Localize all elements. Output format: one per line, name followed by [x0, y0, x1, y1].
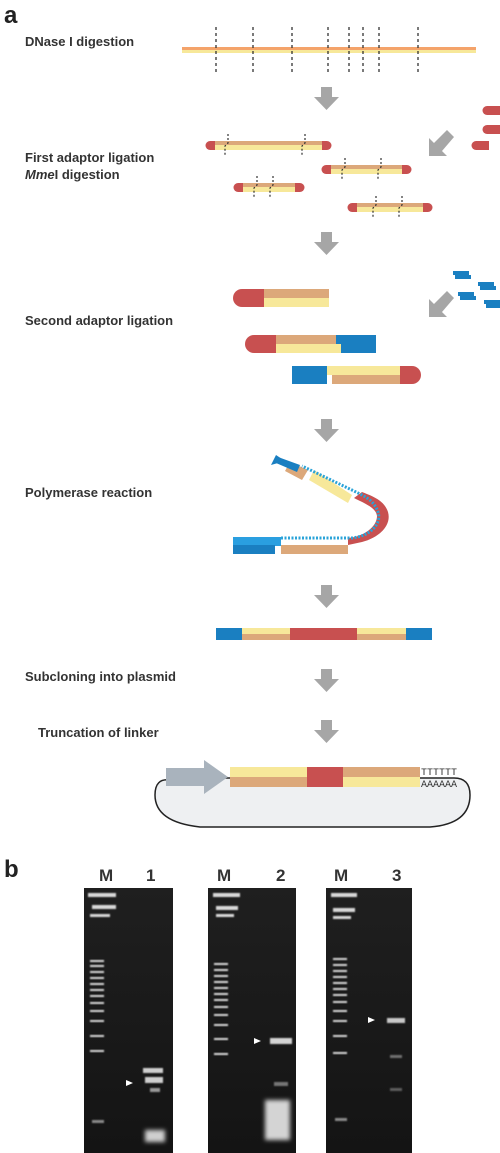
hairpin-construct: [233, 455, 389, 554]
panel-a-letter: a: [4, 2, 18, 29]
arrow-down-1: [314, 87, 339, 110]
gel1-lane-label: 1: [146, 866, 156, 885]
arrow-down-6: [314, 720, 339, 743]
panel-b-letter: b: [4, 856, 19, 883]
gel3-marker-label: M: [334, 866, 349, 885]
gel2-marker-ladder: [213, 893, 240, 1055]
second-adaptors: [453, 271, 500, 308]
gel1-marker-label: M: [99, 866, 114, 885]
gel-2: [208, 888, 296, 1153]
arrow-down-2: [314, 232, 339, 255]
arrow-down-3: [314, 419, 339, 442]
second-ligation-products: [233, 289, 421, 384]
gel1-sample-lane: [143, 1068, 165, 1142]
gel1-marker-ladder: [88, 893, 116, 1123]
gel2-marker-label: M: [217, 866, 232, 885]
arrow-diagonal-2: [429, 291, 454, 317]
label-dnase: DNase I digestion: [25, 34, 135, 49]
dnase-cut-sites: [215, 27, 419, 72]
mmei-cut-sites: [224, 134, 403, 217]
gel-3: [326, 888, 412, 1153]
process-arrows: [314, 87, 454, 743]
gel3-band-marker-icon: [368, 1017, 375, 1023]
mme-italic: Mme: [25, 167, 55, 182]
first-ligation-fragments: [205, 141, 433, 212]
poly-a-text: AAAAAA: [421, 780, 457, 791]
poly-t-text: TTTTTT: [421, 768, 457, 779]
gel1-band-marker-icon: [126, 1080, 133, 1086]
gel3-sample-lane: [387, 1018, 405, 1091]
gel-1: [84, 888, 173, 1153]
arrow-down-5: [314, 669, 339, 692]
full-construct: [216, 628, 432, 640]
gel3-marker-ladder: [331, 893, 357, 1121]
label-truncation: Truncation of linker: [38, 725, 159, 740]
label-first-ligation: First adaptor ligation: [25, 150, 155, 165]
dnase-dna-strand: [182, 47, 476, 53]
arrow-down-4: [314, 585, 339, 608]
mme-rest: I digestion: [54, 167, 120, 182]
gel2-lane-label: 2: [276, 866, 286, 885]
arrow-diagonal-1: [429, 130, 454, 156]
label-subcloning: Subcloning into plasmid: [25, 669, 176, 684]
first-adaptors: [471, 106, 500, 150]
label-second-ligation: Second adaptor ligation: [25, 313, 174, 328]
gel2-band-marker-icon: [254, 1038, 261, 1044]
label-mme-digestion: MmeI digestion: [25, 167, 120, 183]
promoter-arrow: [166, 760, 228, 794]
plasmid: [154, 760, 471, 828]
gel3-lane-label: 3: [392, 866, 402, 885]
gel2-sample-lane: [265, 1038, 292, 1140]
label-polymerase: Polymerase reaction: [25, 485, 153, 500]
